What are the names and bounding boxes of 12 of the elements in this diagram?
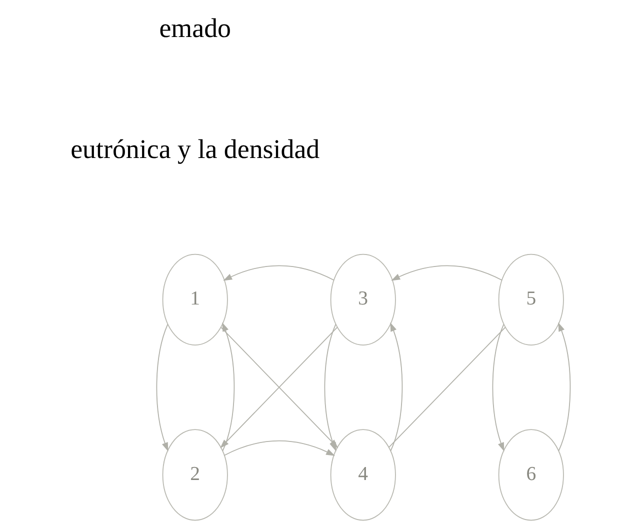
label: emado [159,12,232,43]
arrow [391,265,502,281]
arrow [224,440,336,456]
arrow [156,324,168,452]
arrow [223,265,334,281]
arrow [222,322,235,452]
connector [388,326,506,448]
arrow [390,322,403,452]
label: eutrónica y la densidad [70,134,320,164]
arrow [558,322,571,452]
arrow [492,324,504,452]
arrow [324,324,336,452]
